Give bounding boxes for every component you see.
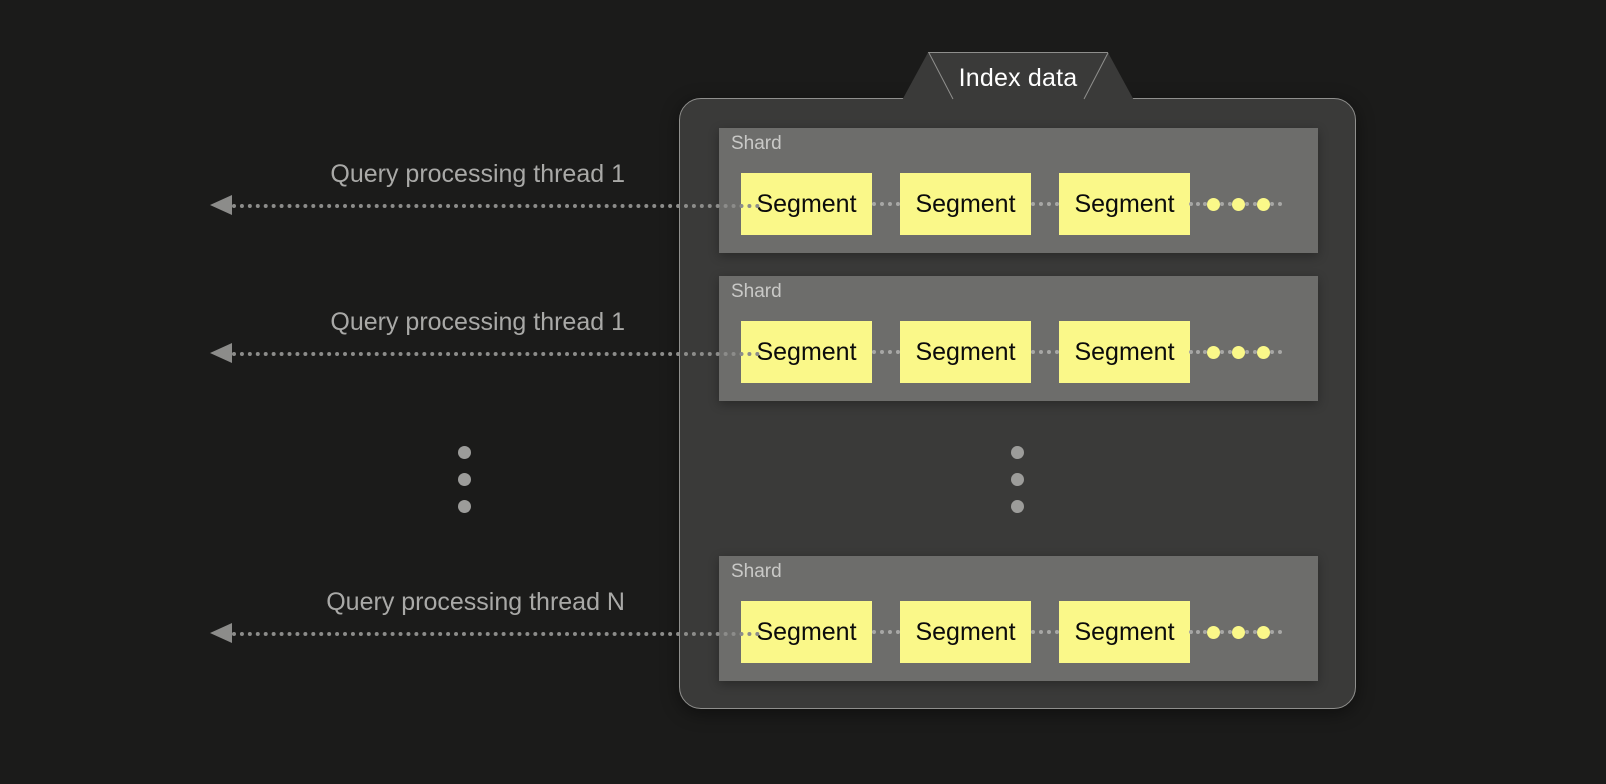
ellipsis-dotline [1220,202,1232,206]
ellipsis-dot [458,500,471,513]
ellipsis-dot [458,446,471,459]
shard-1-more-segments-ellipsis [1189,197,1282,211]
ellipsis-dotline [1245,630,1257,634]
ellipsis-dot [458,473,471,486]
shard-2-segments: Segment Segment Segment [741,321,1282,383]
segment: Segment [900,601,1031,663]
ellipsis-dotline [1220,350,1232,354]
query-thread-n-label: Query processing thread N [326,588,625,616]
threads-more-ellipsis [458,446,471,513]
arrow-left-icon [210,343,232,363]
shard-2-label: Shard [731,281,782,302]
segment-connector [872,350,900,354]
shard-3-more-segments-ellipsis [1189,625,1282,639]
arrow-left-icon [210,623,232,643]
segment-connector [1031,202,1059,206]
ellipsis-dot [1232,345,1245,359]
ellipsis-dotline [1189,202,1207,206]
segment: Segment [1059,601,1190,663]
ellipsis-dot [1207,345,1220,359]
shard-2: Shard Segment Segment Segment [719,276,1318,401]
shard-3-segments: Segment Segment Segment [741,601,1282,663]
segment: Segment [1059,321,1190,383]
ellipsis-dotline [1189,630,1207,634]
query-thread-2-label: Query processing thread 1 [330,308,625,336]
ellipsis-dot [1207,625,1220,639]
shard-1: Shard Segment Segment Segment [719,128,1318,253]
segment-connector [1031,630,1059,634]
query-thread-2: Query processing thread 1 [0,308,760,368]
segment: Segment [1059,173,1190,235]
ellipsis-dotline [1270,350,1282,354]
query-thread-1-line [232,204,760,208]
query-thread-1-label: Query processing thread 1 [330,160,625,188]
shard-3-label: Shard [731,561,782,582]
segment-connector [872,630,900,634]
ellipsis-dotline [1270,202,1282,206]
ellipsis-dotline [1220,630,1232,634]
ellipsis-dot [1257,345,1270,359]
shard-1-segments: Segment Segment Segment [741,173,1282,235]
segment-connector [872,202,900,206]
ellipsis-dot [1232,625,1245,639]
shard-1-label: Shard [731,133,782,154]
segment: Segment [741,321,872,383]
index-data-title: Index data [958,63,1078,92]
arrow-left-icon [210,195,232,215]
index-data-tab: Index data [900,52,1136,104]
ellipsis-dotline [1189,350,1207,354]
shard-3: Shard Segment Segment Segment [719,556,1318,681]
ellipsis-dot [1011,500,1024,513]
ellipsis-dot [1207,197,1220,211]
ellipsis-dot [1257,625,1270,639]
query-thread-n-line [232,632,760,636]
segment: Segment [900,321,1031,383]
shard-2-more-segments-ellipsis [1189,345,1282,359]
ellipsis-dotline [1245,202,1257,206]
index-data-tab-shape [900,52,1136,104]
segment: Segment [900,173,1031,235]
query-thread-n: Query processing thread N [0,588,760,648]
ellipsis-dot [1011,446,1024,459]
segment: Segment [741,173,872,235]
segment-connector [1031,350,1059,354]
ellipsis-dot [1011,473,1024,486]
ellipsis-dot [1232,197,1245,211]
ellipsis-dotline [1270,630,1282,634]
ellipsis-dotline [1245,350,1257,354]
query-thread-1: Query processing thread 1 [0,160,760,220]
ellipsis-dot [1257,197,1270,211]
shards-more-ellipsis [1011,446,1024,513]
query-thread-2-line [232,352,760,356]
segment: Segment [741,601,872,663]
